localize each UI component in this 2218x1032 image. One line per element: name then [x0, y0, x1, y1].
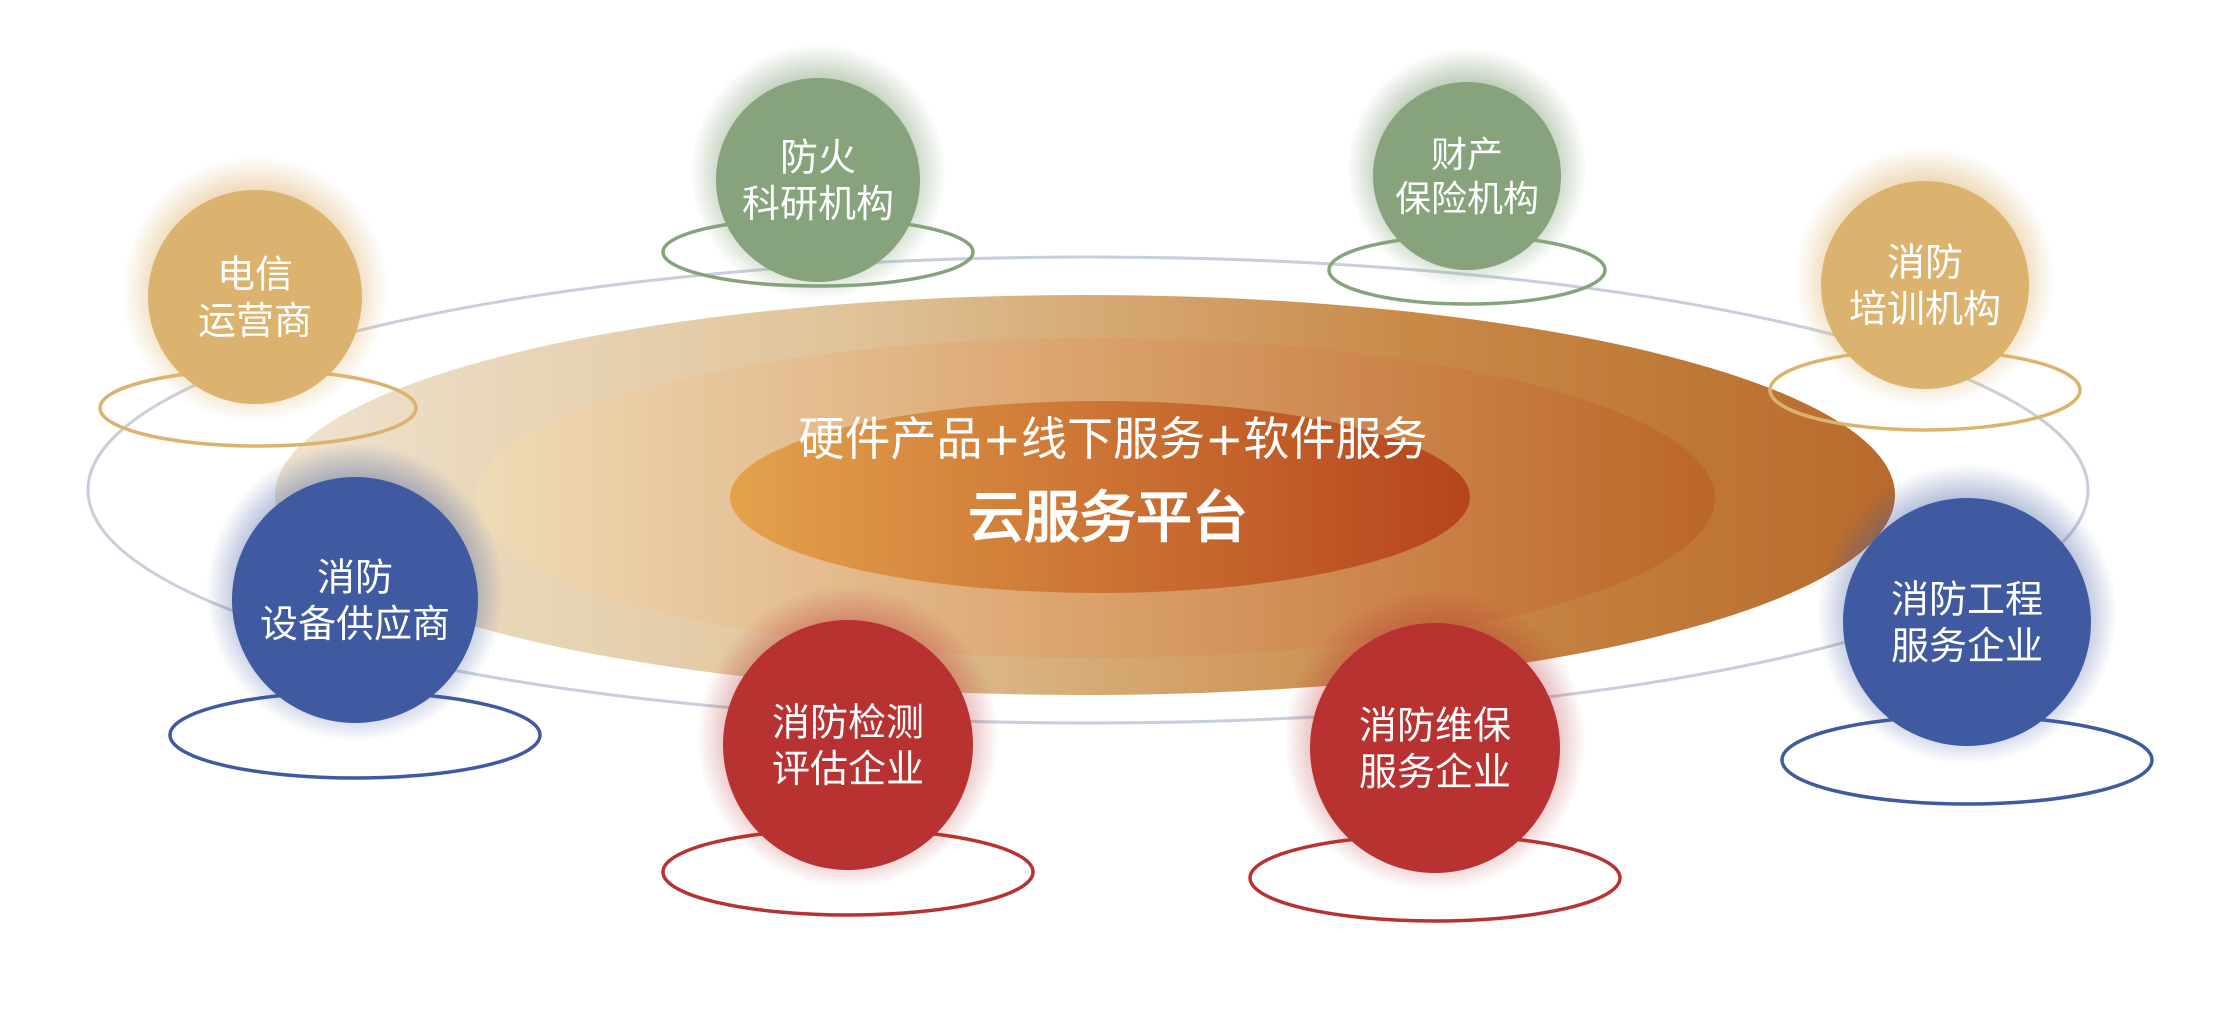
node-label-fire-maintenance-line2: 服务企业 [1359, 750, 1511, 794]
platform-inner-ellipse [730, 401, 1470, 593]
orbit-ring [86, 255, 2090, 725]
node-circle-fire-inspection [723, 620, 973, 870]
platform-subtitle: 硬件产品+线下服务+软件服务 [798, 412, 1427, 466]
node-label-fire-research-line1: 防火 [780, 136, 856, 180]
node-label-telecom-operator-line2: 运营商 [198, 299, 312, 343]
node-label-fire-training-line1: 消防 [1887, 241, 1963, 285]
node-circle-fire-engineering-service [1843, 498, 2091, 746]
node-label-property-insurance-line2: 保险机构 [1395, 179, 1539, 220]
node-label-fire-engineering-service-line1: 消防工程 [1891, 578, 2043, 622]
node-circle-fire-research [716, 78, 920, 282]
node-circle-fire-maintenance [1310, 623, 1560, 873]
node-label-fire-equipment-supplier-line1: 消防 [317, 556, 393, 600]
node-label-fire-inspection-line2: 评估企业 [772, 747, 924, 791]
node-label-telecom-operator-line1: 电信 [217, 253, 293, 297]
platform-title: 云服务平台 [968, 486, 1248, 551]
node-label-fire-inspection-line1: 消防检测 [772, 701, 924, 745]
node-label-fire-maintenance-line1: 消防维保 [1359, 704, 1511, 748]
nodes-layer: 电信运营商防火科研机构财产保险机构消防培训机构消防设备供应商消防工程服务企业消防… [98, 44, 2154, 923]
node-label-fire-engineering-service-line2: 服务企业 [1891, 624, 2043, 668]
node-circle-telecom-operator [148, 190, 362, 404]
node-circle-property-insurance [1373, 82, 1561, 270]
node-label-property-insurance-line1: 财产 [1431, 135, 1503, 176]
node-circle-fire-training [1821, 181, 2029, 389]
node-label-fire-equipment-supplier-line2: 设备供应商 [260, 602, 450, 646]
node-label-fire-research-line2: 科研机构 [742, 182, 894, 226]
node-circle-fire-equipment-supplier [232, 477, 478, 723]
node-label-fire-training-line2: 培训机构 [1849, 287, 2001, 331]
